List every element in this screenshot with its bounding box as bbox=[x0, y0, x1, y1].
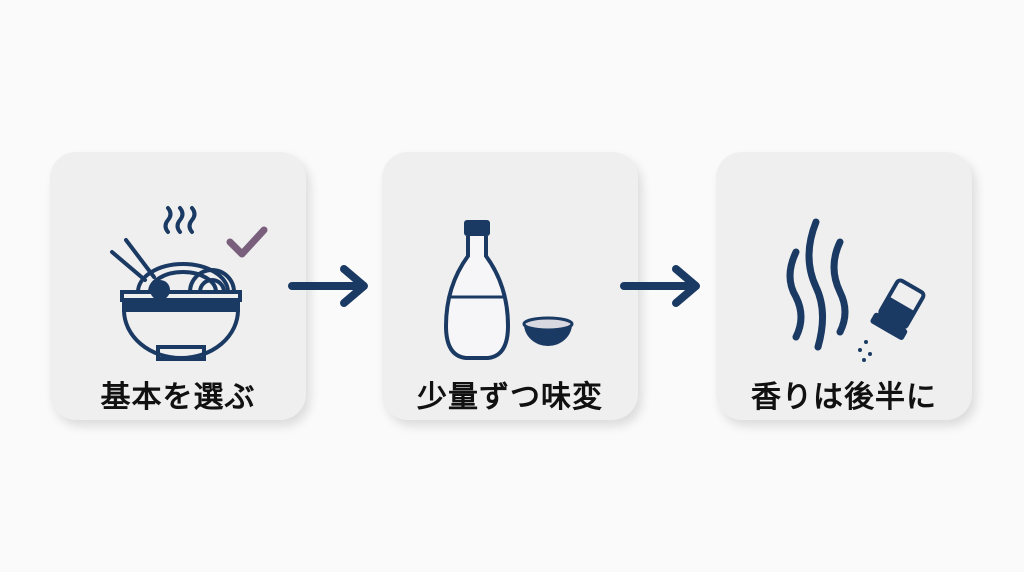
arrow-right-icon bbox=[288, 265, 368, 307]
step-label: 少量ずつ味変 bbox=[417, 380, 603, 415]
bottle-and-bowl-icon bbox=[443, 220, 574, 360]
aroma-shaker-icon bbox=[786, 218, 926, 362]
step-card-2: 少量ずつ味変 bbox=[382, 152, 638, 420]
step-label: 基本を選ぶ bbox=[100, 380, 256, 415]
step-card-1: 基本を選ぶ bbox=[50, 152, 306, 420]
step-label: 香りは後半に bbox=[751, 380, 937, 415]
check-icon bbox=[226, 226, 268, 258]
step-card-3: 香りは後半に bbox=[716, 152, 972, 420]
arrow-right-icon bbox=[620, 265, 700, 307]
ramen-bowl-icon bbox=[110, 206, 268, 361]
